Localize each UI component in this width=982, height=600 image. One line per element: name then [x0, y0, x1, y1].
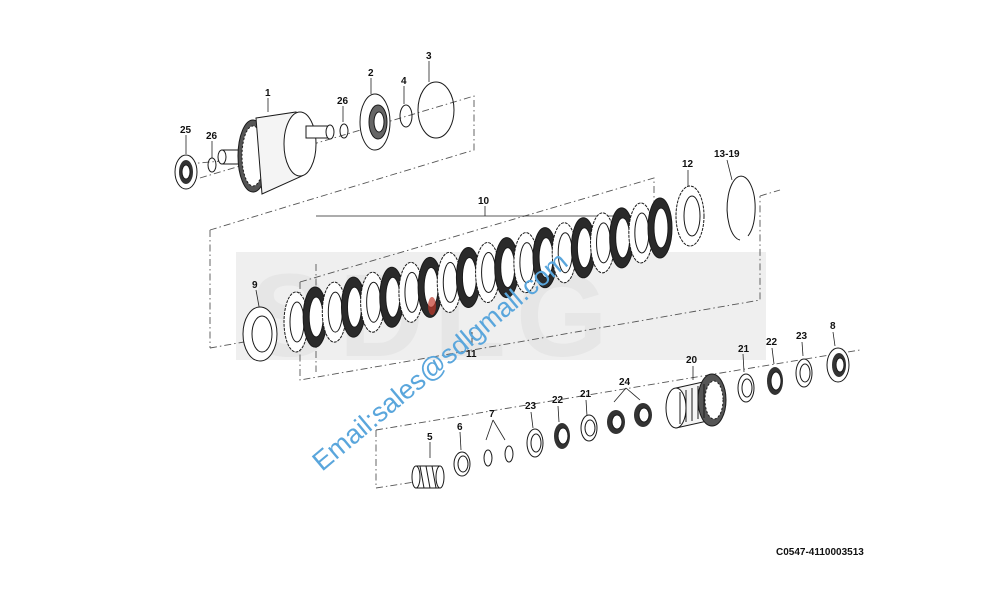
oring-26-right: [339, 123, 349, 139]
callout-11: 11: [466, 349, 477, 360]
piston-2: [359, 93, 391, 151]
callout-labels: 1 2 3 4 26 26 25 10 12 13-19 9 11 20 21 …: [180, 51, 836, 443]
snap-ring-3: [417, 81, 455, 139]
callout-20: 20: [686, 355, 698, 366]
upper-assembly: [174, 81, 455, 195]
callout-22-upper: 22: [766, 337, 778, 348]
clutch-plate: [475, 242, 501, 304]
clutch-plate: [302, 286, 328, 348]
callout-12: 12: [682, 159, 694, 170]
callout-25: 25: [180, 125, 192, 136]
callout-13-19: 13-19: [714, 149, 740, 160]
washer-21-lower: [580, 414, 598, 442]
gear-20: [665, 373, 727, 429]
callout-23-lower: 23: [525, 401, 537, 412]
red-accent-mark: [428, 297, 436, 315]
clutch-plate: [647, 197, 673, 259]
needle-bearing-24-right: [634, 403, 652, 427]
callout-5: 5: [427, 432, 433, 443]
clutch-plate: [609, 207, 635, 269]
clutch-plate: [494, 237, 520, 299]
snap-ring-7-left: [483, 449, 493, 467]
washer-21-upper: [737, 373, 755, 403]
callout-9: 9: [252, 280, 258, 291]
washer-23-upper: [795, 358, 813, 388]
bearing-25: [174, 154, 198, 190]
bearing-8: [826, 347, 850, 383]
spring-5: [411, 465, 445, 489]
clutch-drum-1: [217, 111, 335, 195]
callout-23-upper: 23: [796, 331, 808, 342]
snap-ring-7-right: [504, 445, 514, 463]
callout-1: 1: [265, 88, 271, 99]
clutch-plate: [513, 232, 539, 294]
callout-10: 10: [478, 196, 490, 207]
clutch-plate: [360, 271, 386, 333]
callout-4: 4: [401, 76, 407, 87]
needle-bearing-24-left: [607, 410, 625, 434]
clutch-plate: [398, 261, 424, 323]
callout-3: 3: [426, 51, 432, 62]
ring-6: [453, 451, 471, 477]
bearing-22-upper: [767, 367, 783, 395]
callout-26-lower: 26: [206, 131, 218, 142]
clutch-plate: [455, 246, 481, 308]
clutch-plate: [532, 227, 558, 289]
clutch-plate: [321, 281, 347, 343]
clutch-plate-pack: [283, 197, 673, 353]
lower-assembly: [411, 347, 850, 489]
clutch-plate: [551, 222, 577, 284]
callout-8: 8: [830, 321, 836, 332]
oring-26-left: [207, 157, 217, 173]
callout-22-lower: 22: [552, 395, 564, 406]
bearing-22-lower: [554, 423, 570, 449]
leader-lines: [185, 61, 836, 458]
callout-2: 2: [368, 68, 374, 79]
snap-ring-13-19: [726, 175, 756, 241]
clutch-plate: [283, 291, 309, 353]
callout-6: 6: [457, 422, 463, 433]
callout-21-upper: 21: [738, 344, 750, 355]
plate-12: [675, 185, 705, 247]
callout-7: 7: [489, 409, 495, 420]
callout-24: 24: [619, 377, 631, 388]
callout-21-lower: 21: [580, 389, 592, 400]
part-code-label: C0547-4110003513: [776, 547, 864, 558]
callout-26-upper: 26: [337, 96, 349, 107]
thrust-washer-9: [242, 306, 278, 362]
washer-23-lower: [526, 428, 544, 458]
clutch-plate: [590, 212, 616, 274]
seal-4: [399, 104, 413, 128]
